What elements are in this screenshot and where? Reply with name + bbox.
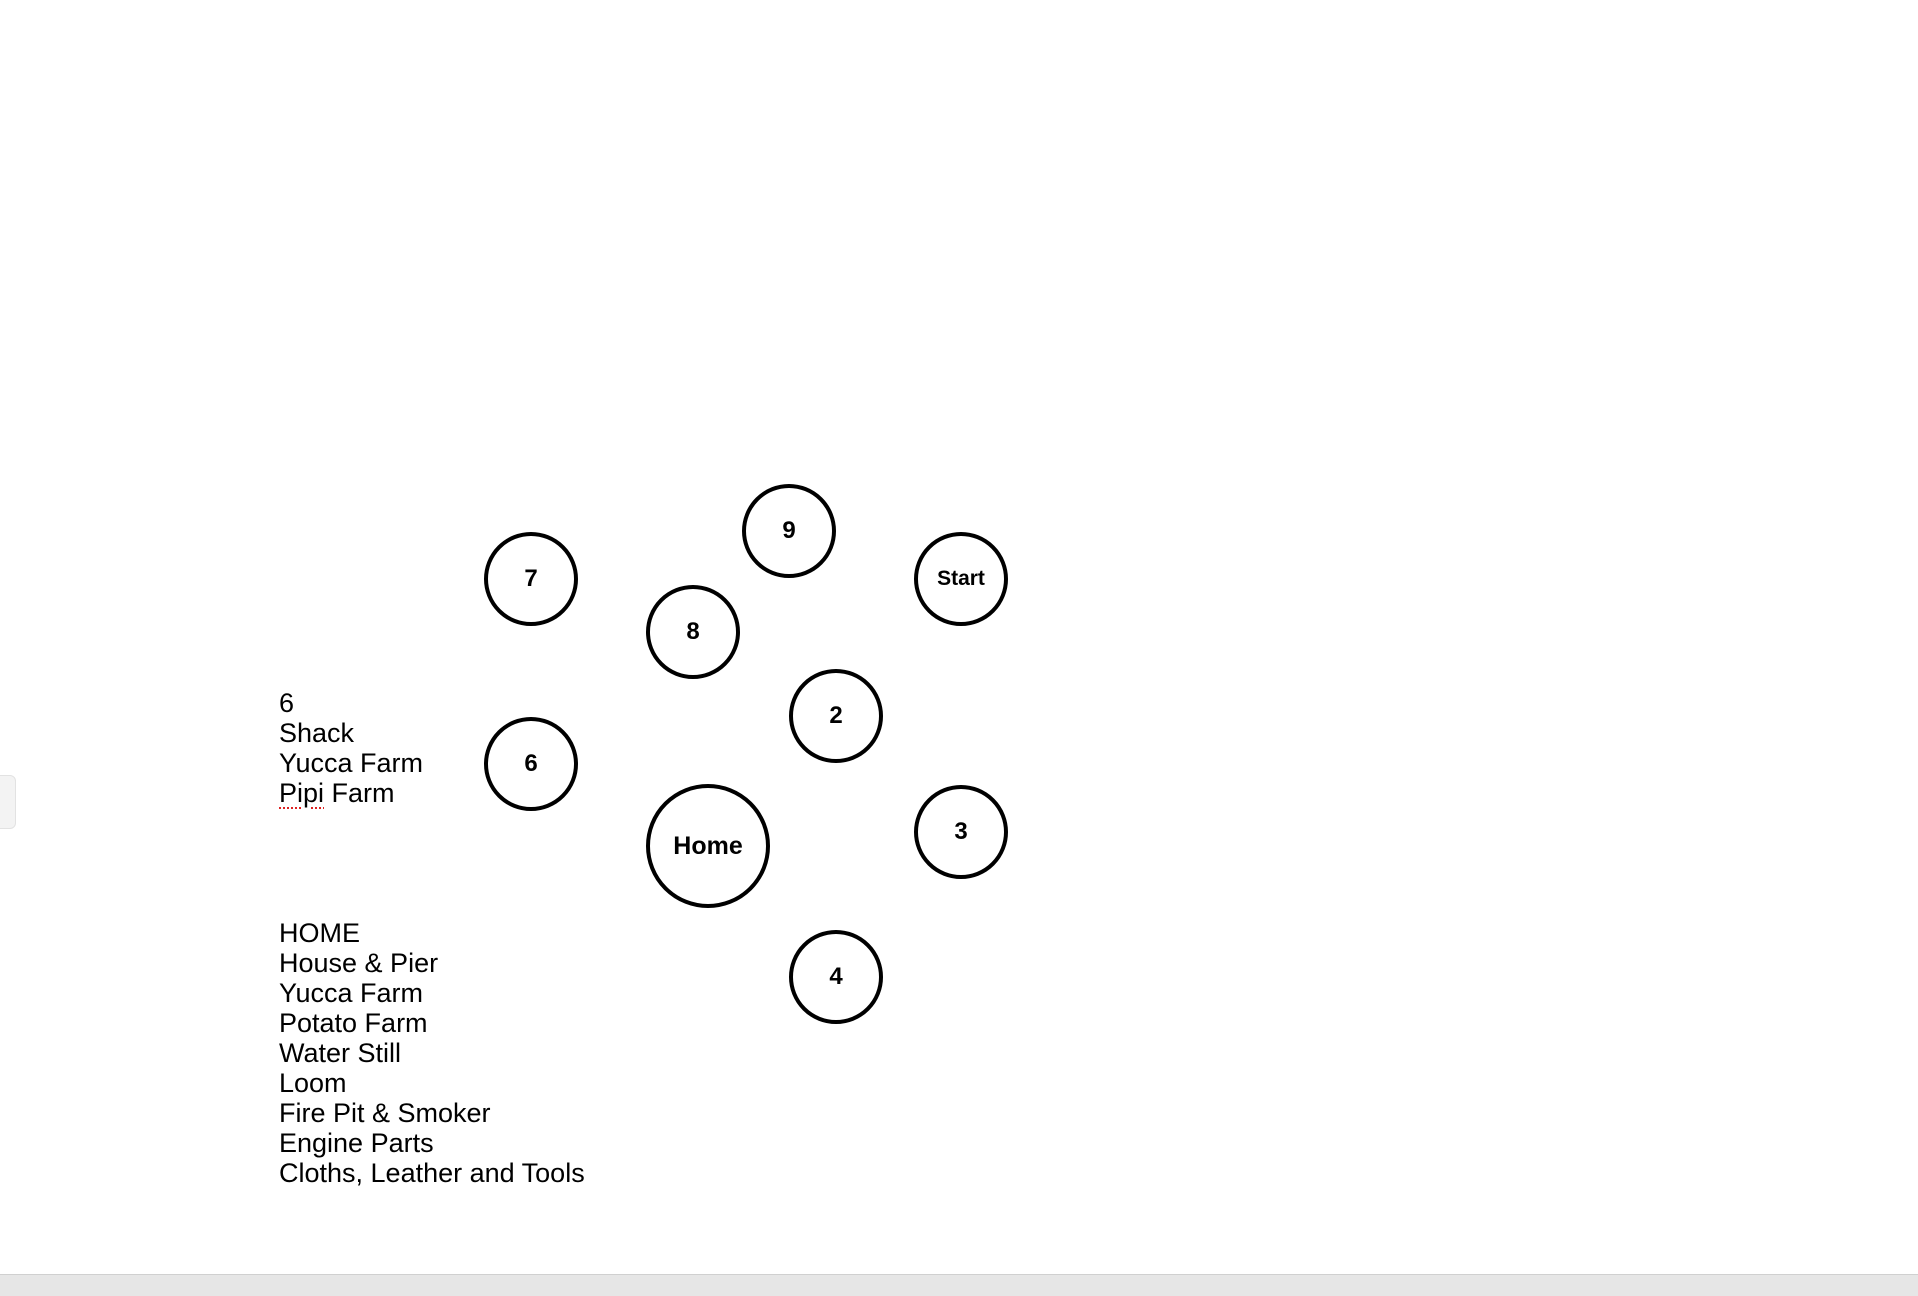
node-8[interactable]: 8 [646,585,740,679]
area-6-item: Shack [279,718,355,748]
home-title: HOME [279,918,360,948]
home-notes: HOME House & Pier Yucca Farm Potato Farm… [279,918,585,1188]
node-7[interactable]: 7 [484,532,578,626]
node-start[interactable]: Start [914,532,1008,626]
node-2[interactable]: 2 [789,669,883,763]
home-item: Yucca Farm [279,978,424,1008]
area-6-item: Pipi Farm [279,778,423,808]
node-home[interactable]: Home [646,784,770,908]
node-9[interactable]: 9 [742,484,836,578]
home-item: Fire Pit & Smoker [279,1098,491,1128]
node-6[interactable]: 6 [484,717,578,811]
home-item: Cloths, Leather and Tools [279,1158,585,1188]
home-item: Potato Farm [279,1008,428,1038]
node-4[interactable]: 4 [789,930,883,1024]
area-6-item-rest: Farm [324,778,395,808]
area-6-notes: 6 Shack Yucca Farm Pipi Farm [279,688,423,808]
home-item: Loom [279,1068,347,1098]
home-item: Engine Parts [279,1128,434,1158]
home-item: Water Still [279,1038,402,1068]
area-6-item: Yucca Farm [279,748,424,778]
bottom-scrollbar-track[interactable] [0,1274,1918,1296]
area-6-title: 6 [279,688,295,718]
home-item: House & Pier [279,948,439,978]
sidebar-handle[interactable] [0,775,16,829]
node-3[interactable]: 3 [914,785,1008,879]
misspelled-word: Pipi [279,778,325,808]
